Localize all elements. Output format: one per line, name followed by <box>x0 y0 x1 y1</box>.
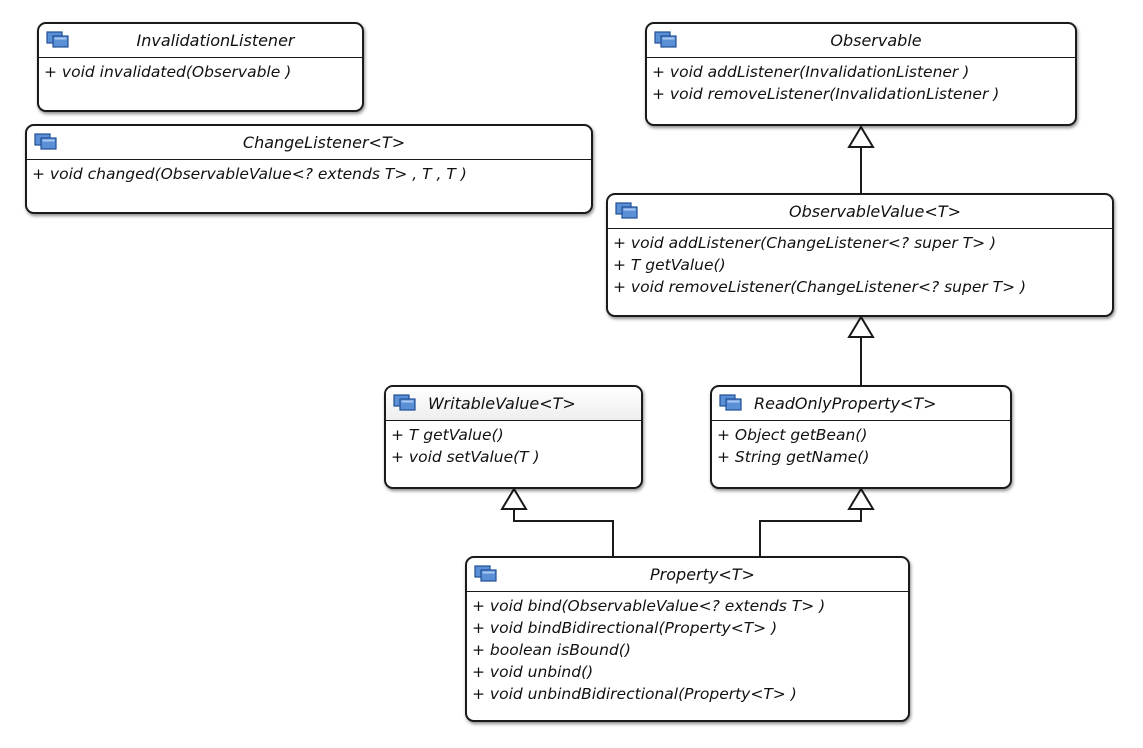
method-list: + void addListener(ChangeListener<? supe… <box>608 229 1112 298</box>
class-property[interactable]: Property<T> + void bind(ObservableValue<… <box>465 556 910 722</box>
class-header: Observable <box>647 24 1075 58</box>
class-name: InvalidationListener <box>136 31 295 50</box>
method-item: + String getName() <box>717 448 870 466</box>
interface-icon <box>654 31 678 49</box>
class-header: Property<T> <box>467 558 908 592</box>
method-item: + T getValue() <box>613 256 726 274</box>
generalization-arrowhead-observable <box>847 125 875 148</box>
method-item: + void removeListener(ChangeListener<? s… <box>613 278 1027 296</box>
method-list: + T getValue() + void setValue(T ) <box>386 421 641 468</box>
class-writable-value[interactable]: WritableValue<T> + T getValue() + void s… <box>384 385 643 489</box>
method-item: + void unbindBidirectional(Property<T> ) <box>472 685 797 703</box>
interface-icon <box>34 133 58 151</box>
interface-icon <box>474 565 498 583</box>
interface-icon <box>393 394 417 412</box>
class-header: InvalidationListener <box>39 24 362 58</box>
method-item: + void setValue(T ) <box>391 448 540 466</box>
method-list: + void invalidated(Observable ) <box>39 58 362 83</box>
generalization-arrowhead-observablevalue <box>847 315 875 338</box>
method-list: + void addListener(InvalidationListener … <box>647 58 1075 105</box>
class-name: Property<T> <box>650 565 755 584</box>
class-change-listener[interactable]: ChangeListener<T> + void changed(Observa… <box>25 124 593 214</box>
method-item: + Object getBean() <box>717 426 868 444</box>
method-item: + void addListener(InvalidationListener … <box>652 63 970 81</box>
method-item: + void addListener(ChangeListener<? supe… <box>613 234 997 252</box>
class-name: Observable <box>830 31 922 50</box>
class-header: WritableValue<T> <box>386 387 641 421</box>
method-item: + T getValue() <box>391 426 504 444</box>
generalization-property-to-writablevalue <box>513 509 614 556</box>
generalization-property-to-readonlyproperty <box>759 509 862 556</box>
class-name: ObservableValue<T> <box>789 202 961 221</box>
method-item: + void removeListener(InvalidationListen… <box>652 85 1000 103</box>
class-observable-value[interactable]: ObservableValue<T> + void addListener(Ch… <box>606 193 1114 317</box>
method-list: + void changed(ObservableValue<? extends… <box>27 160 591 185</box>
method-item: + void unbind() <box>472 663 594 681</box>
class-name: ReadOnlyProperty<T> <box>754 394 937 413</box>
class-invalidation-listener[interactable]: InvalidationListener + void invalidated(… <box>37 22 364 112</box>
class-observable[interactable]: Observable + void addListener(Invalidati… <box>645 22 1077 126</box>
class-name: ChangeListener<T> <box>242 133 406 152</box>
interface-icon <box>719 394 743 412</box>
method-item: + void bind(ObservableValue<? extends T>… <box>472 597 826 615</box>
method-item: + boolean isBound() <box>472 641 631 659</box>
method-list: + void bind(ObservableValue<? extends T>… <box>467 592 908 705</box>
interface-icon <box>615 202 639 220</box>
method-item: + void bindBidirectional(Property<T> ) <box>472 619 778 637</box>
method-item: + void changed(ObservableValue<? extends… <box>32 165 467 183</box>
generalization-arrowhead-writablevalue <box>500 487 528 510</box>
class-header: ReadOnlyProperty<T> <box>712 387 1010 421</box>
method-item: + void invalidated(Observable ) <box>44 63 292 81</box>
class-header: ObservableValue<T> <box>608 195 1112 229</box>
class-name: WritableValue<T> <box>428 394 576 413</box>
method-list: + Object getBean() + String getName() <box>712 421 1010 468</box>
class-header: ChangeListener<T> <box>27 126 591 160</box>
generalization-arrowhead-readonlyproperty <box>847 487 875 510</box>
interface-icon <box>46 31 70 49</box>
class-read-only-property[interactable]: ReadOnlyProperty<T> + Object getBean() +… <box>710 385 1012 489</box>
